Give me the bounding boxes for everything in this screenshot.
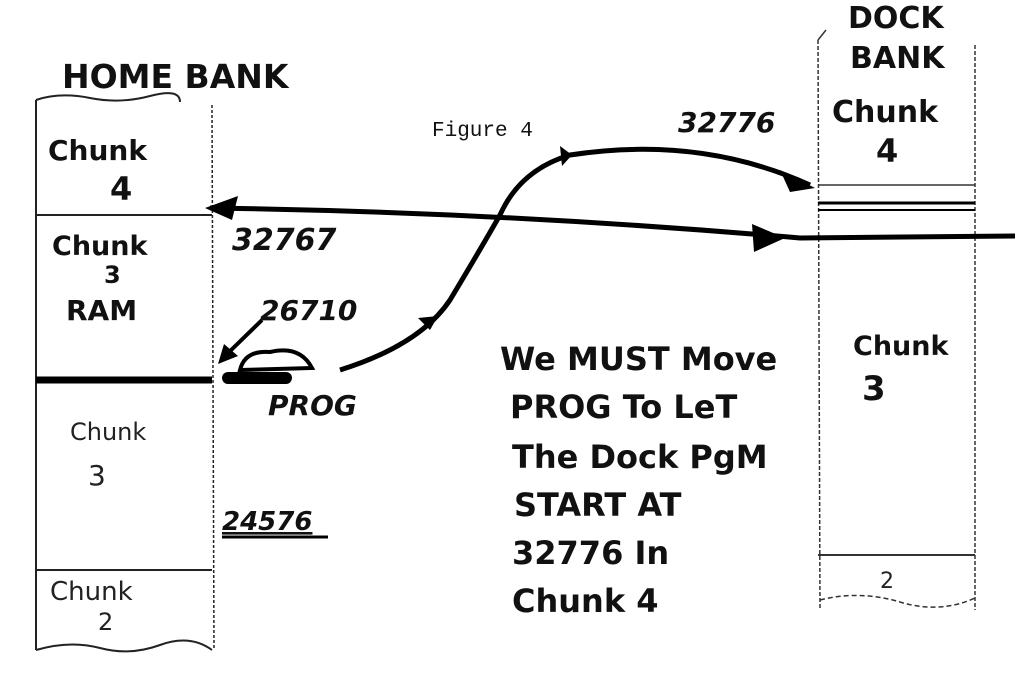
address-32767: 32767	[232, 223, 336, 258]
home-chunk3-lower-number: 3	[88, 459, 106, 492]
dock-chunk4-number: 4	[876, 132, 898, 170]
address-32776: 32776	[678, 106, 775, 139]
home-chunk3-lower-label: Chunk	[70, 418, 146, 446]
home-ram-label: RAM	[66, 294, 137, 327]
figure-title: Figure 4	[432, 120, 533, 143]
home-chunk2-label: Chunk	[50, 577, 133, 607]
dock-chunk2-number: 2	[880, 569, 894, 594]
home-bank-column	[35, 92, 215, 653]
home-chunk4-label: Chunk	[48, 134, 148, 167]
note-line: Chunk 4	[512, 582, 659, 620]
note-line: START AT	[514, 486, 682, 524]
dock-chunk3-label: Chunk	[853, 331, 949, 362]
dock-chunk4-label: Chunk	[832, 95, 939, 130]
dock-chunk3-number: 3	[862, 369, 886, 409]
home-chunk4-number: 4	[110, 170, 132, 208]
arrow-prog-to-dock-32776	[339, 146, 815, 373]
address-26710: 26710	[260, 294, 357, 327]
note-line: 32776 In	[512, 534, 669, 572]
dock-heading-line2: BANK	[850, 41, 946, 76]
home-chunk3-number: 3	[104, 261, 121, 289]
home-chunk3-label: Chunk	[52, 231, 148, 262]
home-chunk2-number: 2	[98, 608, 113, 636]
explanation-note: We MUST Move PROG To LeT The Dock PgM ST…	[500, 340, 777, 620]
dock-bank-column	[817, 29, 976, 611]
address-24576: 24576	[222, 507, 312, 537]
note-line: PROG To LeT	[510, 388, 738, 426]
prog-blob	[222, 348, 316, 384]
arrow-26710	[218, 318, 264, 364]
note-line: We MUST Move	[500, 340, 777, 378]
arrow-head-to-dock	[752, 224, 785, 252]
arrow-32767-to-home	[205, 196, 1016, 241]
note-line: The Dock PgM	[512, 438, 768, 476]
dock-heading-line1: DOCK	[848, 1, 945, 36]
home-bank-heading: HOME BANK	[62, 57, 290, 96]
prog-label: PROG	[268, 389, 357, 422]
